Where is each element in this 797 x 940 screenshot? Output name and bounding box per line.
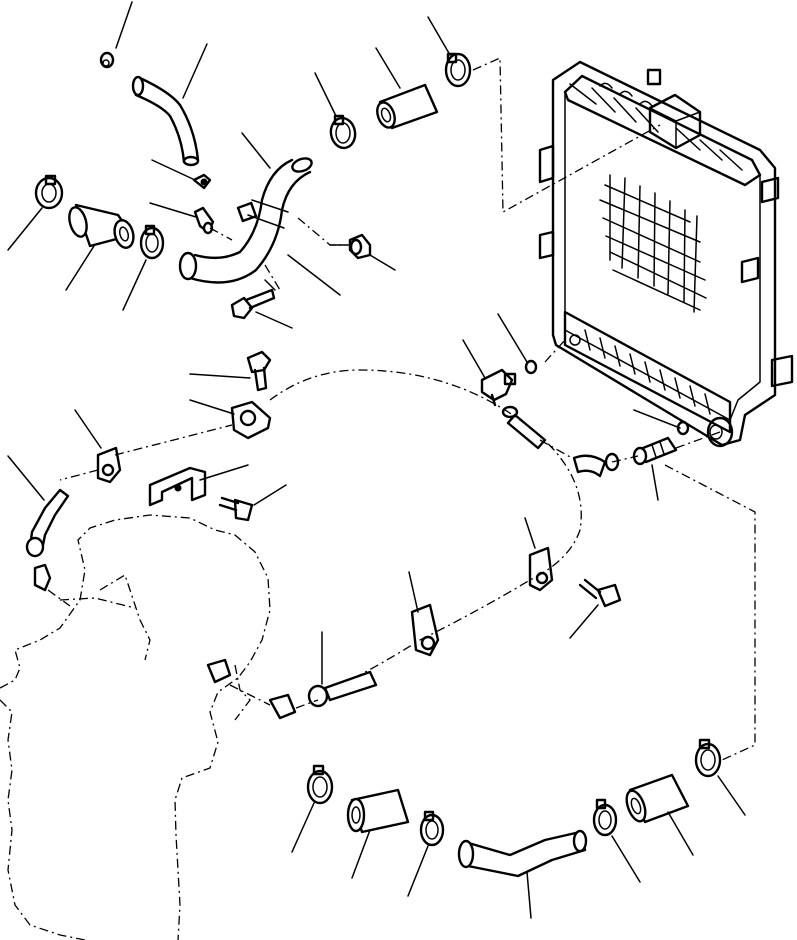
- callout-leader: [149, 202, 197, 218]
- hose-straight-icon: [625, 773, 690, 824]
- callout-leader: [241, 132, 271, 169]
- hose-bent-icon: [131, 75, 200, 167]
- connector-icon: [192, 173, 212, 190]
- callout-leader: [287, 254, 341, 296]
- callout-leader: [407, 845, 429, 897]
- callout-leader: [65, 245, 95, 291]
- hose-straight-icon: [346, 788, 410, 834]
- bolt-icon: [230, 288, 276, 320]
- callout-leader: [182, 43, 208, 99]
- clip-icon: [96, 446, 122, 484]
- callout-leader: [497, 313, 528, 363]
- radiator-icon: [538, 60, 794, 448]
- hose-bent-icon: [457, 829, 588, 878]
- clip-icon: [410, 603, 440, 657]
- hose-clamp-icon: [306, 764, 334, 805]
- callout-leader: [255, 311, 293, 329]
- drain-tube-icon: [506, 413, 620, 478]
- callout-leader: [291, 802, 315, 853]
- callout-leader: [369, 254, 396, 271]
- callout-leader: [651, 464, 659, 501]
- callout-leader: [7, 207, 43, 251]
- callout-leader: [253, 484, 287, 506]
- clip-icon: [230, 400, 272, 440]
- callout-leader: [526, 871, 532, 919]
- hose-straight-icon: [68, 203, 135, 249]
- callout-leader: [189, 399, 235, 415]
- connector-icon: [348, 233, 372, 260]
- callout-leader: [633, 409, 681, 429]
- callout-leader: [427, 16, 451, 56]
- hose-clamp-icon: [329, 114, 357, 150]
- callout-leader: [314, 72, 337, 117]
- callout-leader: [74, 409, 102, 449]
- drain-tube-icon: [25, 488, 378, 720]
- elbow-fitting-icon: [632, 436, 678, 466]
- hose-clamp-icon: [34, 174, 64, 210]
- callout-leader: [115, 1, 133, 49]
- callout-leader: [122, 259, 147, 311]
- hose-clamp-icon: [139, 224, 165, 260]
- callout-leaders: [7, 1, 746, 919]
- callout-leader: [7, 455, 45, 501]
- engine-outline-icon: [0, 514, 271, 940]
- callout-leader: [524, 517, 536, 549]
- callout-leader: [199, 464, 249, 481]
- callout-leader: [375, 47, 401, 89]
- o-ring-icon: [524, 359, 538, 375]
- connector-icon: [193, 206, 215, 235]
- hose-elbow-icon: [178, 157, 313, 284]
- callout-leader: [264, 279, 276, 291]
- hose-straight-icon: [376, 83, 439, 130]
- hose-clamp-icon: [694, 738, 722, 778]
- bracket-icon: [148, 466, 207, 507]
- hose-clamp-icon: [444, 52, 472, 88]
- bolt-icon: [578, 578, 622, 608]
- hose-clamp-icon: [419, 810, 445, 847]
- callout-leader: [667, 811, 694, 856]
- hose-clamp-icon: [592, 798, 618, 837]
- callout-leader: [611, 835, 641, 883]
- callout-leader: [351, 829, 371, 879]
- routing-lines: [47, 57, 756, 761]
- callout-leader: [408, 571, 419, 613]
- hose-clamp-icon: [99, 51, 115, 69]
- callout-leader: [462, 339, 486, 379]
- callout-leader: [189, 373, 251, 379]
- callout-leader: [569, 604, 599, 639]
- bolt-icon: [218, 496, 254, 522]
- drain-cock-icon: [480, 368, 519, 419]
- callout-leader: [151, 159, 196, 181]
- bolt-icon: [246, 350, 272, 392]
- callout-leader: [717, 775, 746, 816]
